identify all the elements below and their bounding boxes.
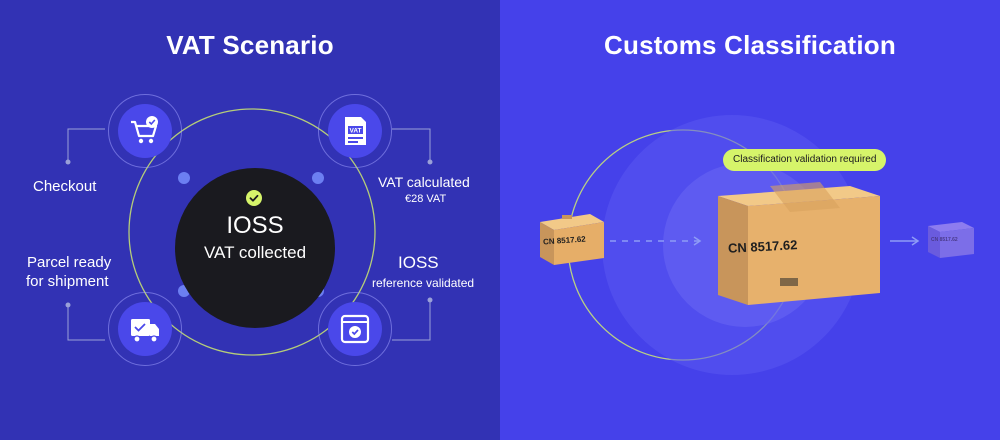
ioss-sub-label: reference validated: [372, 276, 475, 290]
parcel-ready-step: [108, 292, 182, 366]
connector-dot: [312, 172, 324, 184]
vat-title: VAT Scenario: [166, 30, 334, 60]
checkout-step: [108, 94, 182, 168]
tiny-parcel-box: [928, 222, 974, 258]
ioss-center-circle: IOSS VAT collected: [175, 168, 335, 328]
check-icon: [246, 190, 262, 206]
customs-graphic: [540, 115, 974, 375]
parcel-label-line1: Parcel ready: [27, 254, 112, 271]
customs-panel: Customs Classification: [500, 0, 1000, 440]
delivery-truck-icon: [131, 319, 159, 343]
svg-text:VAT: VAT: [349, 128, 361, 135]
customs-title: Customs Classification: [604, 30, 896, 60]
vat-calculated-step: VAT: [318, 94, 392, 168]
vat-amount-label: €28 VAT: [405, 193, 447, 205]
vat-connectors: [65, 108, 433, 356]
small-parcel-box: [540, 214, 604, 265]
vat-document-icon: VAT: [345, 117, 366, 145]
vat-scenario-panel: VAT Scenario IOSS VAT collected: [0, 0, 500, 440]
center-title: IOSS: [226, 212, 284, 239]
parcel-label-line2: for shipment: [26, 273, 109, 290]
connector-dot: [178, 172, 190, 184]
ioss-label: IOSS: [398, 253, 439, 272]
cart-check-icon: [131, 116, 158, 144]
tiny-box-label: CN 8517.62: [931, 237, 958, 243]
large-parcel-box: [718, 182, 880, 305]
vat-calculated-label: VAT calculated: [378, 174, 470, 190]
checkout-label: Checkout: [33, 178, 97, 195]
center-subtitle: VAT collected: [203, 243, 307, 262]
ioss-validated-step: [318, 292, 392, 366]
browser-check-icon: [340, 314, 370, 344]
classification-badge: Classification validation required: [723, 149, 887, 171]
